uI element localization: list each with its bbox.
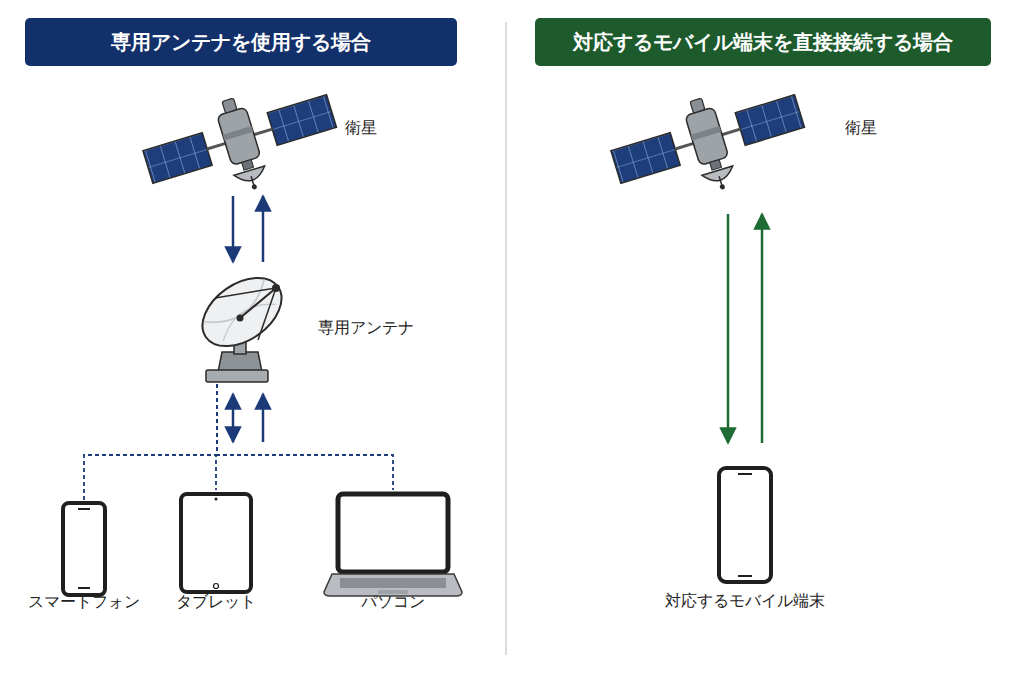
trunk-arrow <box>262 394 265 442</box>
header-text: 専用アンテナを使用する場合 <box>111 29 371 56</box>
signal-arrow <box>262 196 265 262</box>
panel-header: 専用アンテナを使用する場合 <box>25 18 457 66</box>
signal-arrow <box>232 196 235 262</box>
header-text: 対応するモバイル端末を直接接続する場合 <box>573 29 953 56</box>
laptop-icon <box>324 494 462 596</box>
satellite: 衛星 <box>150 96 400 182</box>
dedicated-antenna: 専用アンテナ <box>195 272 445 384</box>
signal-arrow <box>727 214 730 443</box>
antenna-icon <box>190 264 294 382</box>
icon-label: 衛星 <box>345 118 377 139</box>
pc: パソコン <box>316 490 470 625</box>
icon-label: パソコン <box>361 592 425 613</box>
panel-header: 対応するモバイル端末を直接接続する場合 <box>535 18 991 66</box>
dashed-link <box>84 384 217 500</box>
tablet: タブレット <box>158 490 274 625</box>
satellite-icon <box>136 72 347 218</box>
divider <box>505 22 507 655</box>
smartphone-icon <box>63 503 105 595</box>
satellite: 衛星 <box>618 96 900 182</box>
satellite-icon <box>604 72 815 218</box>
icon-label: スマートフォン <box>28 592 140 613</box>
tablet-icon <box>181 494 251 592</box>
icon-label: 対応するモバイル端末 <box>665 591 825 612</box>
mobile-terminal: 対応するモバイル端末 <box>635 465 855 625</box>
icon-label: タブレット <box>176 592 256 613</box>
mobile-terminal-icon <box>719 468 771 582</box>
smartphone: スマートフォン <box>24 500 144 625</box>
icon-label: 専用アンテナ <box>318 318 414 339</box>
trunk-arrow <box>232 394 235 442</box>
signal-arrow <box>761 214 764 443</box>
dashed-link <box>217 384 393 490</box>
icon-label: 衛星 <box>845 118 877 139</box>
